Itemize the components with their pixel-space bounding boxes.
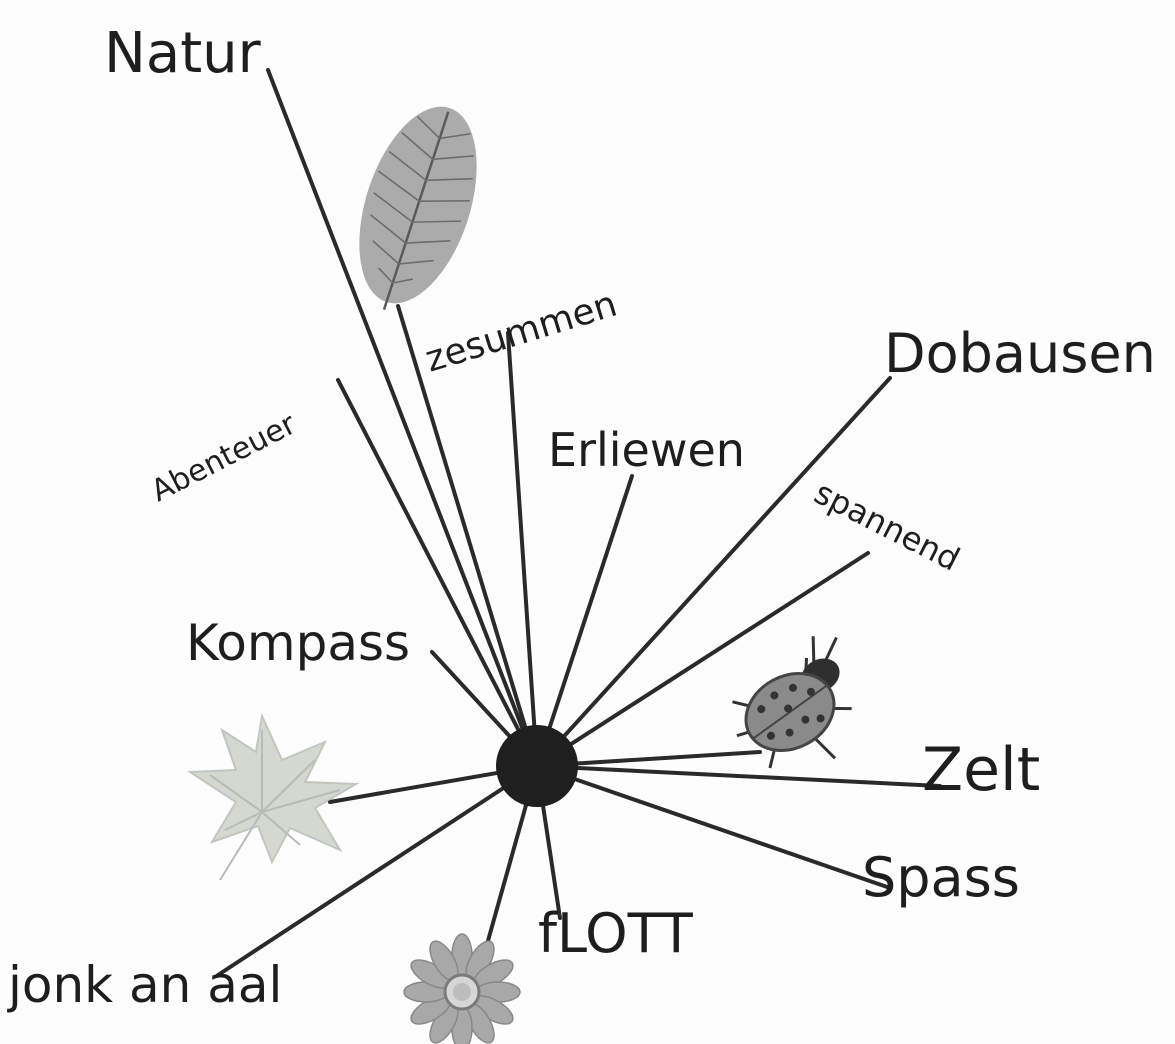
word-dobausen: Dobausen xyxy=(884,322,1156,385)
word-jonk-an-aal: jonk an aal xyxy=(7,956,282,1014)
word-spannend: spannend xyxy=(808,473,966,578)
center-hub xyxy=(496,725,578,807)
word-erliewen: Erliewen xyxy=(548,423,745,477)
leaf-icon xyxy=(335,92,499,326)
word-flott: fLOTT xyxy=(538,902,694,965)
word-kompass: Kompass xyxy=(186,614,410,672)
word-zesummen: zesummen xyxy=(421,284,622,381)
word-natur: Natur xyxy=(104,21,262,86)
ladybug-icon xyxy=(712,627,886,794)
word-zelt: Zelt xyxy=(922,735,1040,805)
maple-leaf-icon xyxy=(190,716,356,880)
spoke-zelt xyxy=(537,766,940,786)
spoke-spass xyxy=(537,766,890,888)
flower-icon xyxy=(404,934,520,1044)
spoke-erliewen xyxy=(537,476,632,766)
word-spass: Spass xyxy=(862,846,1020,909)
word-abenteuer: Abenteuer xyxy=(146,406,302,509)
